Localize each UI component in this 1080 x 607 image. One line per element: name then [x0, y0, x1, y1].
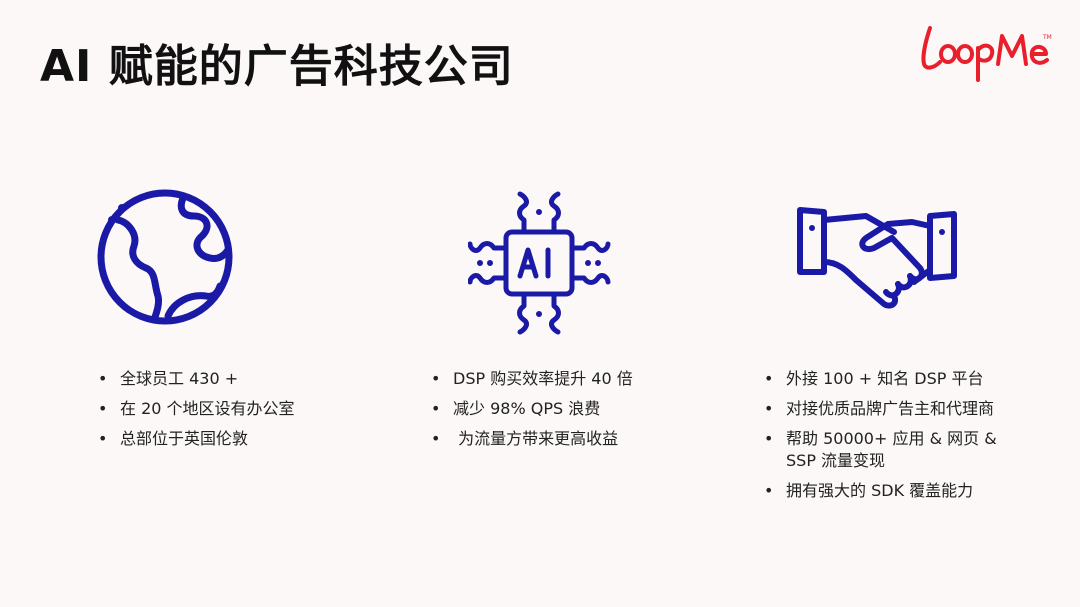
list-item: 对接优质品牌广告主和代理商 [764, 398, 1026, 420]
list-item: 为流量方带来更高收益 [431, 428, 691, 450]
stats-list-company: 全球员工 430 + 在 20 个地区设有办公室 总部位于英国伦敦 [98, 368, 358, 458]
stats-list-partners: 外接 100 + 知名 DSP 平台 对接优质品牌广告主和代理商 帮助 5000… [764, 368, 1026, 510]
globe-icon [97, 189, 233, 325]
list-item: 在 20 个地区设有办公室 [98, 398, 358, 420]
list-item: DSP 购买效率提升 40 倍 [431, 368, 691, 390]
page-title: AI 赋能的广告科技公司 [40, 41, 514, 92]
loopme-logo [921, 26, 1049, 82]
handshake-icon [797, 207, 957, 309]
list-item: 减少 98% QPS 浪费 [431, 398, 691, 420]
list-item: 帮助 50000+ 应用 & 网页 & SSP 流量变现 [764, 428, 1026, 472]
list-item: 全球员工 430 + [98, 368, 358, 390]
list-item: 外接 100 + 知名 DSP 平台 [764, 368, 1026, 390]
ai-chip-icon [468, 191, 611, 335]
list-item: 拥有强大的 SDK 覆盖能力 [764, 480, 1026, 502]
list-item: 总部位于英国伦敦 [98, 428, 358, 450]
stats-list-ai: DSP 购买效率提升 40 倍 减少 98% QPS 浪费 为流量方带来更高收益 [431, 368, 691, 458]
trademark-mark: TM [1043, 34, 1052, 41]
